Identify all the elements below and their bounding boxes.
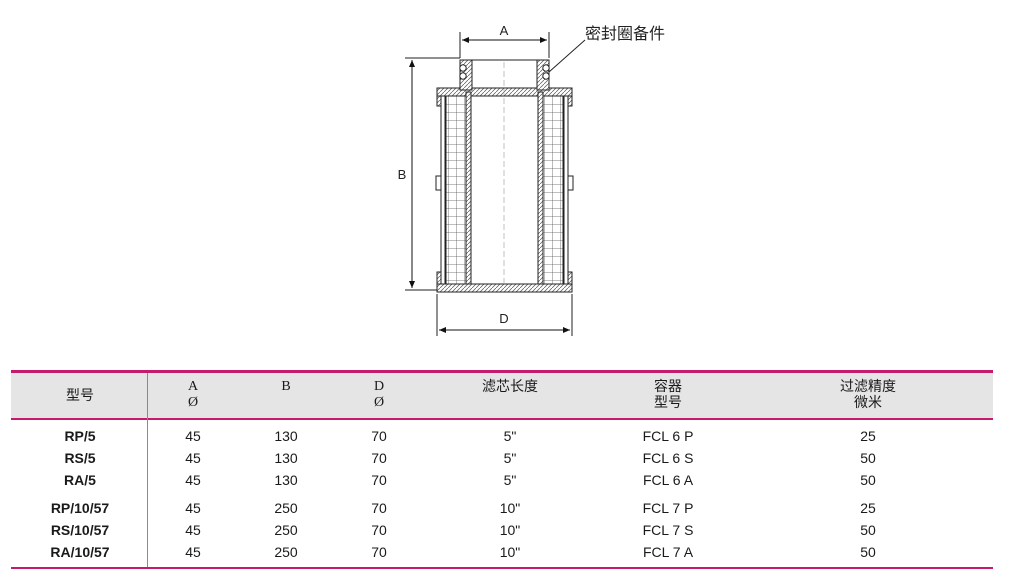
top-collar (459, 59, 550, 91)
model-column-divider (147, 373, 148, 567)
cell-model: RP/5 (64, 428, 96, 444)
seal-callout-label: 密封圈备件 (585, 24, 665, 43)
cell-precision: 25 (860, 428, 876, 444)
cell-precision: 25 (860, 500, 876, 516)
cell-model: RS/10/57 (50, 522, 110, 538)
cell-element-length: 5" (503, 450, 517, 466)
cell-d: 70 (371, 472, 387, 488)
cell-precision: 50 (860, 472, 876, 488)
table-header (11, 373, 993, 418)
dimension-d: D (436, 294, 573, 336)
dimension-a-label: A (500, 23, 509, 38)
table-top-rule (11, 370, 993, 373)
cell-d: 70 (371, 428, 387, 444)
cell-container-model: FCL 7 A (642, 544, 694, 560)
dimension-b-label: B (398, 167, 407, 182)
table-row: RP/10/57 45 250 70 10" FCL 7 P 25 (11, 497, 993, 519)
table-row: RA/5 45 130 70 5" FCL 6 A 50 (11, 469, 993, 491)
header-filtration-precision: 过滤精度 微米 (840, 379, 896, 411)
cell-element-length: 10" (499, 522, 521, 538)
table-row: RS/5 45 130 70 5" FCL 6 S 50 (11, 447, 993, 469)
header-element-length: 滤芯长度 (482, 379, 538, 395)
table-header-rule (11, 418, 993, 420)
cell-element-length: 10" (499, 500, 521, 516)
cell-precision: 50 (860, 450, 876, 466)
cell-a: 45 (185, 472, 201, 488)
cell-b: 130 (274, 428, 298, 444)
cell-precision: 50 (860, 522, 876, 538)
cell-precision: 50 (860, 544, 876, 560)
cell-a: 45 (185, 544, 201, 560)
cell-b: 130 (274, 472, 298, 488)
header-d: D Ø (373, 379, 385, 410)
cell-container-model: FCL 7 P (642, 500, 694, 516)
cell-a: 45 (185, 450, 201, 466)
cell-model: RS/5 (64, 450, 96, 466)
cell-container-model: FCL 6 A (642, 472, 694, 488)
cell-element-length: 5" (503, 428, 517, 444)
table-row: RA/10/57 45 250 70 10" FCL 7 A 50 (11, 541, 993, 563)
cell-b: 250 (274, 500, 298, 516)
cell-b: 250 (274, 522, 298, 538)
inner-core (465, 62, 544, 285)
cell-model: RA/10/57 (50, 544, 110, 560)
header-a: A Ø (187, 379, 199, 410)
table-row: RS/10/57 45 250 70 10" FCL 7 S 50 (11, 519, 993, 541)
cell-d: 70 (371, 450, 387, 466)
cell-model: RP/10/57 (50, 500, 110, 516)
table-bottom-rule (11, 567, 993, 569)
cell-d: 70 (371, 500, 387, 516)
cell-d: 70 (371, 544, 387, 560)
cell-container-model: FCL 6 S (642, 450, 694, 466)
table-row: RP/5 45 130 70 5" FCL 6 P 25 (11, 425, 993, 447)
dimension-d-label: D (499, 311, 508, 326)
cell-b: 250 (274, 544, 298, 560)
cell-container-model: FCL 6 P (642, 428, 694, 444)
cell-container-model: FCL 7 S (642, 522, 694, 538)
filter-media (445, 95, 564, 285)
cell-model: RA/5 (64, 472, 96, 488)
dimension-a: A (459, 23, 550, 58)
cell-element-length: 10" (499, 544, 521, 560)
seal-callout: 密封圈备件 (548, 24, 665, 73)
header-model: 型号 (66, 388, 94, 404)
cell-a: 45 (185, 522, 201, 538)
cell-d: 70 (371, 522, 387, 538)
seal-rings (459, 64, 550, 80)
header-b: B (281, 379, 291, 394)
filter-body (435, 87, 574, 293)
cell-element-length: 5" (503, 472, 517, 488)
cell-b: 130 (274, 450, 298, 466)
filter-cross-section-drawing: A B D 密封圈备件 (398, 23, 665, 336)
cell-a: 45 (185, 428, 201, 444)
header-container-model: 容器 型号 (654, 379, 682, 411)
cell-a: 45 (185, 500, 201, 516)
dimension-b: B (398, 57, 460, 291)
